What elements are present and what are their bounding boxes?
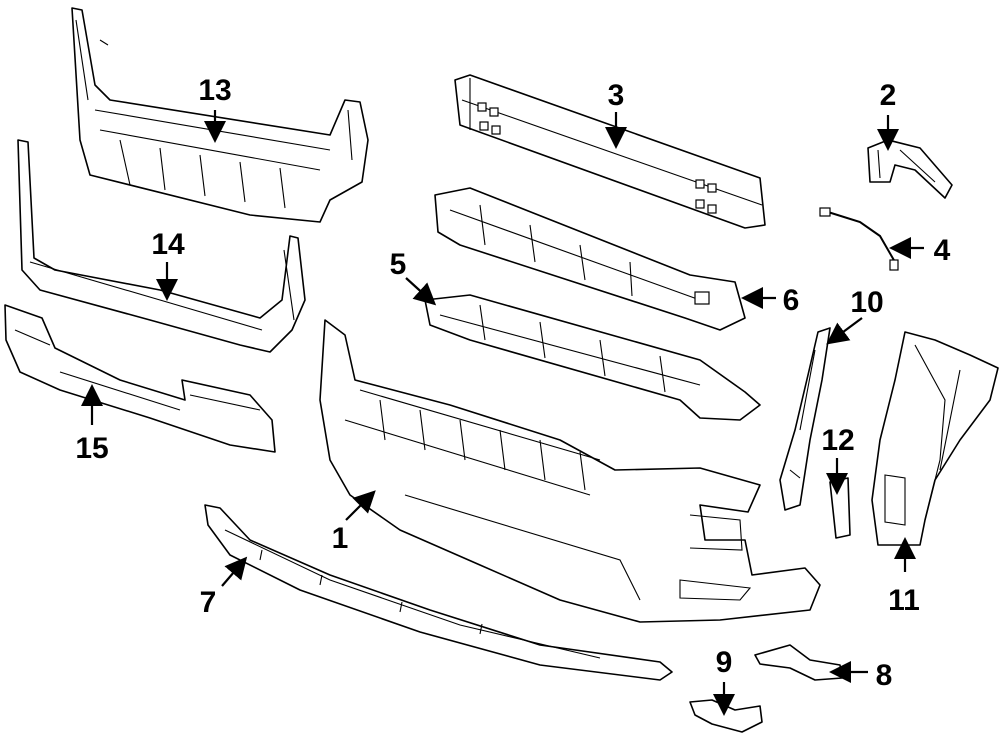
callout-7: 7	[200, 586, 217, 619]
callout-2: 2	[880, 79, 897, 112]
callout-10: 10	[850, 286, 883, 319]
part-5-lower-carrier	[424, 294, 761, 421]
callout-1: 1	[332, 522, 349, 555]
callout-12: 12	[821, 424, 854, 457]
part-7-air-dam	[204, 504, 673, 681]
part-4-harness	[819, 207, 899, 271]
part-13-upper-support	[71, 7, 369, 223]
callout-leaders	[81, 110, 924, 716]
part-6-absorber	[434, 187, 746, 331]
callout-9: 9	[716, 646, 733, 679]
part-9-clip	[689, 699, 763, 733]
part-8-fog-bracket	[754, 644, 843, 681]
part-3-reinforcement	[454, 74, 766, 229]
callout-15: 15	[75, 432, 108, 465]
callout-labels: 1 2 3 4 5 6 7 8 9 10 11 12 13 14 15	[75, 74, 950, 692]
callout-3: 3	[608, 79, 625, 112]
callout-13: 13	[198, 74, 231, 107]
callout-4: 4	[934, 234, 951, 267]
callout-8: 8	[876, 659, 893, 692]
part-15-lower-trim	[4, 304, 276, 453]
part-10-bracket	[779, 327, 831, 511]
callout-14: 14	[151, 228, 185, 261]
part-11-flare	[871, 331, 999, 546]
part-12-small-bracket	[829, 477, 851, 539]
callout-11: 11	[888, 584, 920, 617]
callout-6: 6	[783, 284, 800, 317]
part-2-bracket	[867, 139, 953, 199]
part-1-fascia	[319, 319, 821, 623]
callout-5: 5	[390, 248, 407, 281]
